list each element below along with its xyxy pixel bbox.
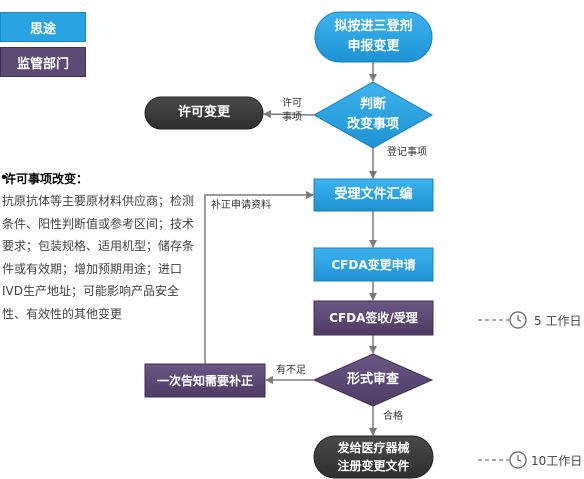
edge-label-insufficient: 有不足	[276, 365, 306, 376]
legend-dept-label: 监管部门	[16, 56, 69, 72]
timing-issue-label: 10工作日	[531, 454, 583, 468]
legend-idea-label: 思途	[29, 21, 56, 37]
node-compile-label: 受理文件汇编	[334, 187, 413, 202]
node-review-label: 形式审查	[346, 372, 399, 387]
note-bullet-icon	[1, 174, 7, 180]
edge-notify-compile	[204, 191, 314, 364]
legend-dept: 监管部门	[0, 47, 86, 77]
note-body: 抗原抗体等主要原材料供应商；检测条件、阳性判断值或参考区间；技术要求；包装规格、…	[2, 194, 195, 321]
node-judge-label: 判断 改变事项	[346, 97, 399, 132]
node-license-change-shape	[144, 96, 264, 130]
edge-label-register: 登记事项	[387, 147, 427, 158]
timing-accept-label: 5 工作日	[534, 314, 582, 328]
legend-idea: 思途	[0, 12, 86, 42]
node-notify-shape	[144, 363, 266, 398]
edge-judge-license	[263, 110, 315, 119]
node-license-change-label: 许可变更	[177, 105, 230, 120]
edge-label-license: 许可 事项	[282, 98, 302, 123]
node-cfda-apply-label: CFDA变更申请	[331, 257, 416, 272]
node-notify-label: 一次告知需要补正	[156, 373, 253, 388]
edge-label-qualified: 合格	[383, 411, 403, 422]
node-start-label: 拟按进三登剂 申报变更	[334, 19, 413, 54]
node-cfda-apply-shape	[313, 247, 434, 282]
node-issue-shape	[313, 435, 434, 479]
edge-label-supplement: 补正申请资料	[211, 200, 271, 211]
note-title: 许可事项改变：	[4, 172, 89, 186]
node-issue-label: 发给医疗器械 注册变更文件	[337, 441, 410, 473]
node-cfda-accept-label: CFDA签收/受理	[329, 311, 418, 325]
